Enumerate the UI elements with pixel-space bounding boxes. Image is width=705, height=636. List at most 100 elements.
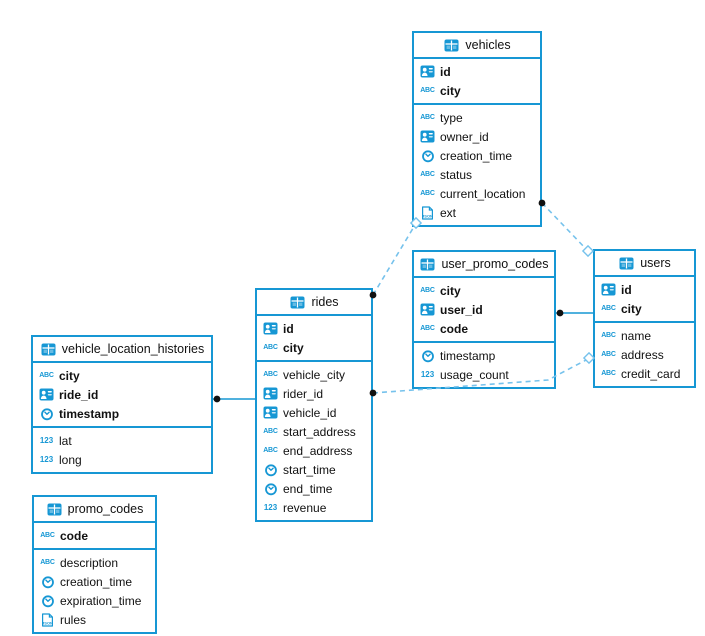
table-header[interactable]: rides — [257, 290, 371, 316]
relationship-line — [372, 224, 416, 296]
uuid-id-card-icon — [419, 129, 436, 144]
abc-label: ABC — [39, 372, 54, 379]
column-name: user_id — [440, 302, 483, 317]
number-type-icon: 123 — [38, 433, 55, 448]
column-name: vehicle_city — [283, 367, 346, 382]
text-type-icon: ABC — [262, 340, 279, 355]
column-row-ride_id[interactable]: ride_id — [33, 385, 211, 404]
column-name: owner_id — [440, 129, 489, 144]
text-type-icon: ABC — [419, 186, 436, 201]
column-row-city[interactable]: ABC city — [257, 338, 371, 357]
text-type-icon: ABC — [39, 555, 56, 570]
table-header[interactable]: vehicles — [414, 33, 540, 59]
table-header[interactable]: users — [595, 251, 694, 277]
text-type-icon: ABC — [39, 528, 56, 543]
column-row-city[interactable]: ABC city — [595, 299, 694, 318]
column-name: id — [440, 64, 451, 79]
column-name: timestamp — [59, 406, 120, 421]
primary-key-section: ABC city ride_id timestamp — [33, 363, 211, 428]
table-header[interactable]: promo_codes — [34, 497, 155, 523]
relationship-line — [541, 202, 588, 251]
column-name: expiration_time — [60, 593, 142, 608]
clock-icon — [38, 406, 55, 421]
table-header[interactable]: vehicle_location_histories — [33, 337, 211, 363]
text-type-icon: ABC — [419, 321, 436, 336]
column-name: rider_id — [283, 386, 324, 401]
abc-label: ABC — [601, 351, 616, 358]
column-row-vehicle_id[interactable]: vehicle_id — [257, 403, 371, 422]
svg-text:JSON: JSON — [422, 213, 433, 218]
column-name: timestamp — [440, 348, 496, 363]
column-row-address[interactable]: ABC address — [595, 345, 694, 364]
column-name: revenue — [283, 500, 327, 515]
column-row-creation_time[interactable]: creation_time — [34, 572, 155, 591]
uuid-id-card-icon — [419, 302, 436, 317]
column-row-creation_time[interactable]: creation_time — [414, 146, 540, 165]
table-icon — [40, 342, 57, 357]
column-row-rider_id[interactable]: rider_id — [257, 384, 371, 403]
column-row-city[interactable]: ABC city — [33, 366, 211, 385]
column-name: city — [59, 368, 80, 383]
column-name: description — [60, 555, 119, 570]
uuid-id-card-icon — [38, 387, 55, 402]
clock-icon — [262, 462, 279, 477]
column-row-credit_card[interactable]: ABC credit_card — [595, 364, 694, 383]
column-name: city — [621, 301, 642, 316]
text-type-icon: ABC — [600, 366, 617, 381]
column-name: credit_card — [621, 366, 681, 381]
relationship-vehicles-users[interactable] — [538, 199, 595, 258]
table-header[interactable]: user_promo_codes — [414, 252, 554, 278]
text-type-icon: ABC — [600, 301, 617, 316]
column-row-user_id[interactable]: user_id — [414, 300, 554, 319]
column-row-description[interactable]: ABC description — [34, 553, 155, 572]
column-name: ride_id — [59, 387, 99, 402]
column-row-timestamp[interactable]: timestamp — [33, 404, 211, 423]
column-row-timestamp[interactable]: timestamp — [414, 346, 554, 365]
table-icon — [618, 256, 635, 271]
abc-label: ABC — [420, 87, 435, 94]
columns-section: ABC description creation_time expiration_ti… — [34, 550, 155, 632]
column-name: city — [283, 340, 304, 355]
column-row-id[interactable]: id — [257, 319, 371, 338]
relationship-vehicle_location_histories-rides[interactable] — [213, 395, 255, 403]
text-type-icon: ABC — [600, 328, 617, 343]
column-row-id[interactable]: id — [595, 280, 694, 299]
column-row-owner_id[interactable]: owner_id — [414, 127, 540, 146]
svg-text:JSON: JSON — [42, 620, 53, 625]
column-row-expiration_time[interactable]: expiration_time — [34, 591, 155, 610]
column-row-end_time[interactable]: end_time — [257, 479, 371, 498]
relationship-user_promo_codes-users[interactable] — [556, 309, 593, 317]
abc-label: ABC — [420, 190, 435, 197]
column-name: vehicle_id — [283, 405, 337, 420]
column-row-id[interactable]: id — [414, 62, 540, 81]
abc-label: ABC — [601, 305, 616, 312]
column-row-start_time[interactable]: start_time — [257, 460, 371, 479]
column-name: address — [621, 347, 664, 362]
